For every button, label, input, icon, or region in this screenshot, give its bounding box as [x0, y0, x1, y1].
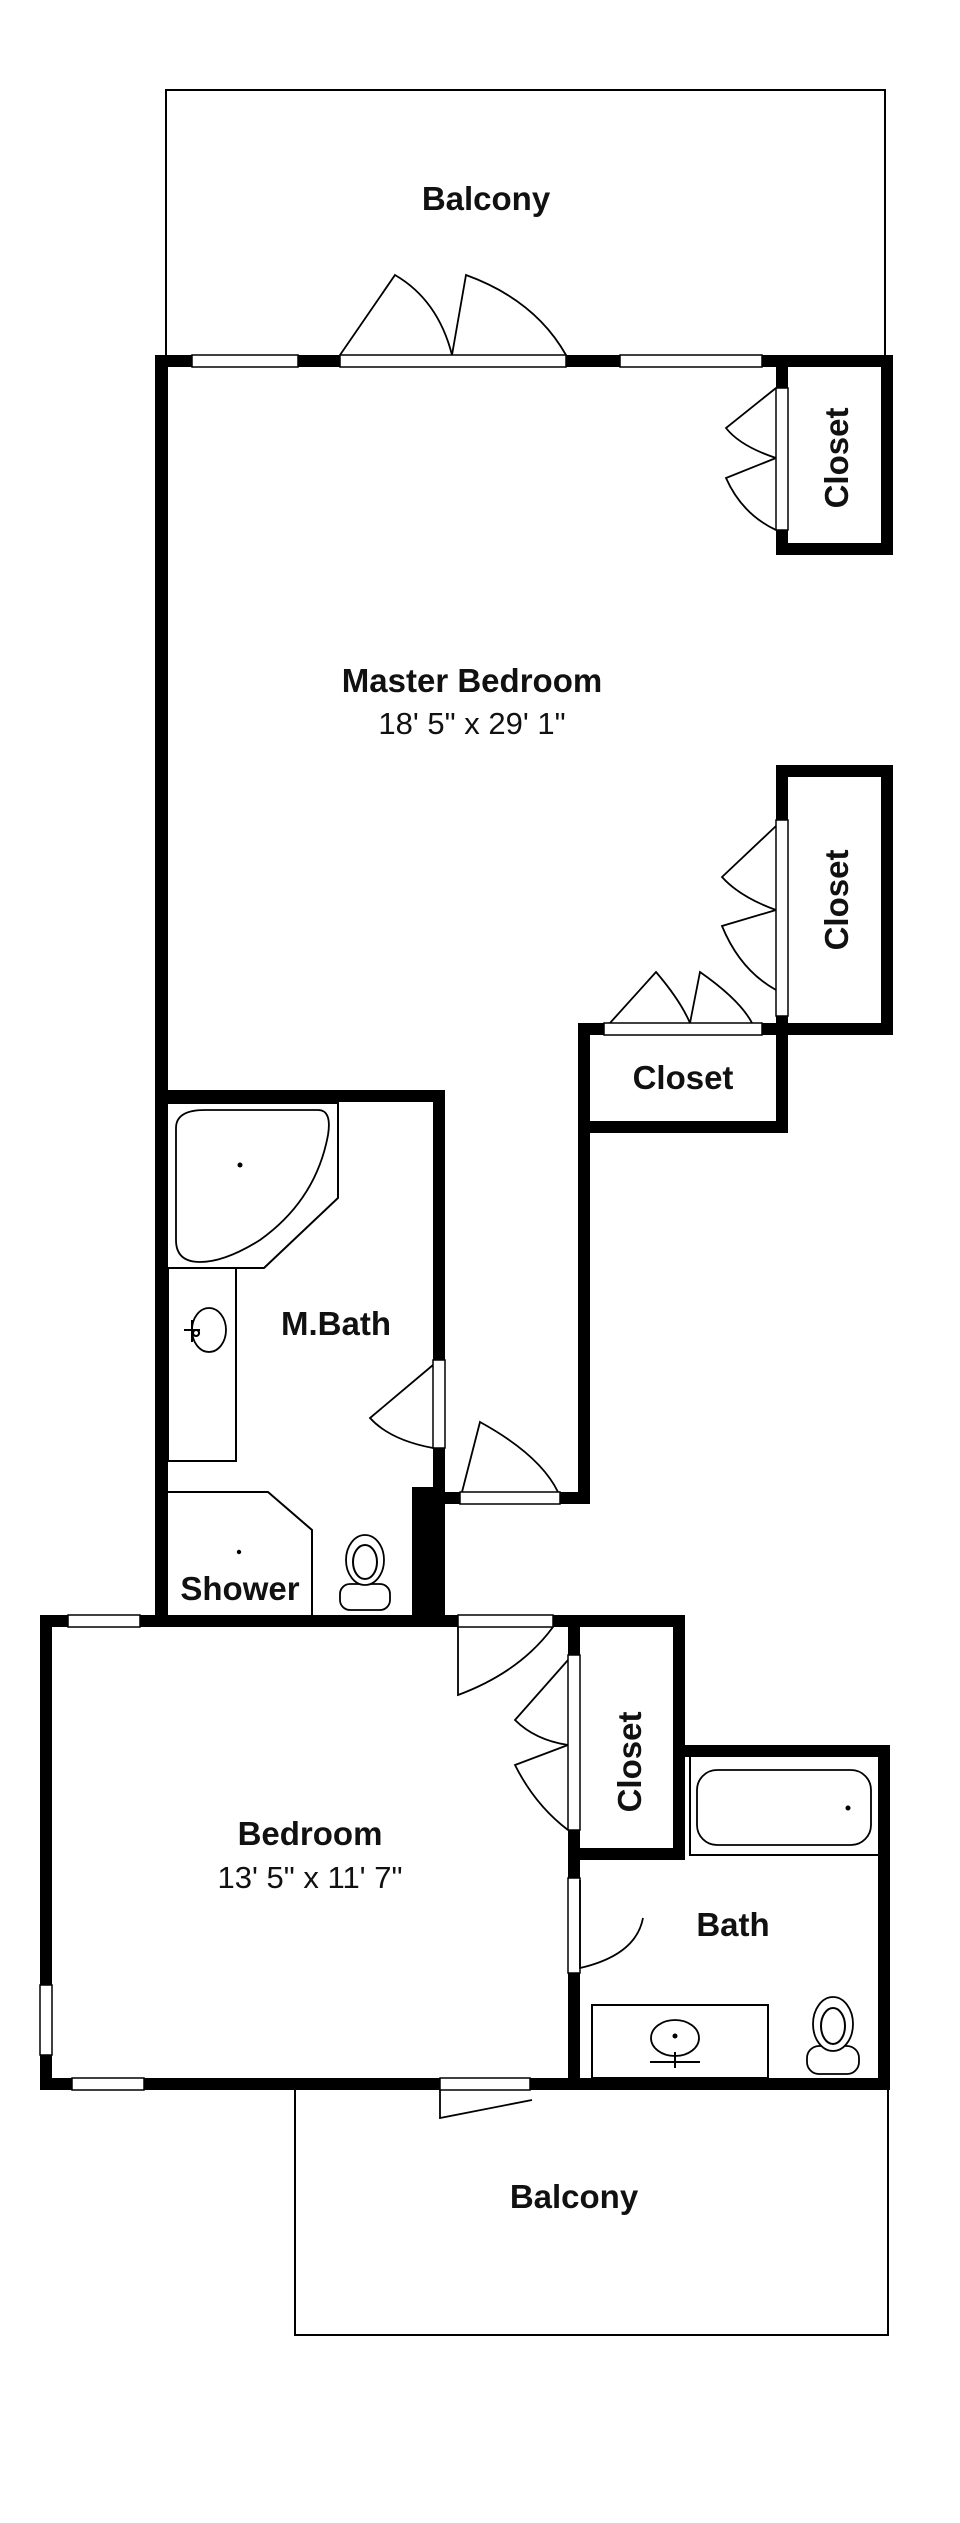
window-icon [567, 1654, 581, 1831]
bathtub-icon [175, 1109, 330, 1263]
door-swing-icon [513, 1659, 569, 1746]
door-swing-icon [368, 1364, 434, 1449]
door-swing-icon [451, 273, 567, 356]
door-swing-icon [720, 825, 777, 911]
window-icon [567, 1877, 581, 1974]
window-icon [459, 1491, 561, 1505]
window-icon [603, 1022, 763, 1036]
closet-middle-label: Closet [818, 850, 855, 951]
master-bedroom-label: Master Bedroom [342, 662, 602, 699]
door-swing-icon [724, 457, 777, 531]
door-swing-icon [724, 387, 777, 459]
master-bath-label: M.Bath [281, 1305, 391, 1342]
room-labels: Balcony Master Bedroom 18' 5" x 29' 1" C… [180, 180, 855, 2215]
master-bath-fixtures [167, 1102, 391, 1615]
door-swing-icon [457, 1626, 554, 1697]
window-icon [39, 1984, 53, 2056]
door-swing-icon [339, 273, 453, 356]
balcony-top-label: Balcony [422, 180, 551, 217]
closet-bedroom-label: Closet [611, 1712, 648, 1813]
bath-fixtures [591, 1757, 878, 2079]
windows [39, 354, 789, 2091]
window-icon [457, 1614, 554, 1628]
closet-lower-label: Closet [633, 1059, 734, 1096]
door-swing-icon [720, 909, 777, 991]
shower-label: Shower [180, 1570, 299, 1607]
closet-upper-label: Closet [818, 408, 855, 509]
bedroom-dims: 13' 5" x 11' 7" [218, 1860, 403, 1895]
bathtub-icon [696, 1769, 872, 1846]
door-swing-icon [609, 970, 691, 1024]
door-swing-icon [461, 1420, 559, 1493]
balcony-bottom [294, 2090, 889, 2336]
window-icon [439, 2077, 531, 2091]
toilet-icon [339, 1534, 391, 1611]
window-icon [775, 819, 789, 1017]
doors [339, 273, 777, 2120]
window-icon [191, 354, 299, 368]
door-swing-icon [689, 970, 753, 1024]
window-icon [432, 1359, 446, 1449]
toilet-icon [806, 1996, 860, 2075]
window-icon [619, 354, 763, 368]
window-icon [339, 354, 567, 368]
window-icon [71, 2077, 145, 2091]
balcony-top [165, 89, 886, 355]
bath-label: Bath [696, 1906, 769, 1943]
master-bedroom-dims: 18' 5" x 29' 1" [378, 706, 565, 741]
door-swing-icon [439, 2090, 533, 2120]
window-icon [775, 387, 789, 531]
window-icon [67, 1614, 141, 1628]
bedroom-label: Bedroom [238, 1815, 383, 1852]
door-swing-icon [513, 1744, 569, 1831]
door-swing-icon [579, 1880, 644, 1970]
balcony-bottom-label: Balcony [510, 2178, 639, 2215]
